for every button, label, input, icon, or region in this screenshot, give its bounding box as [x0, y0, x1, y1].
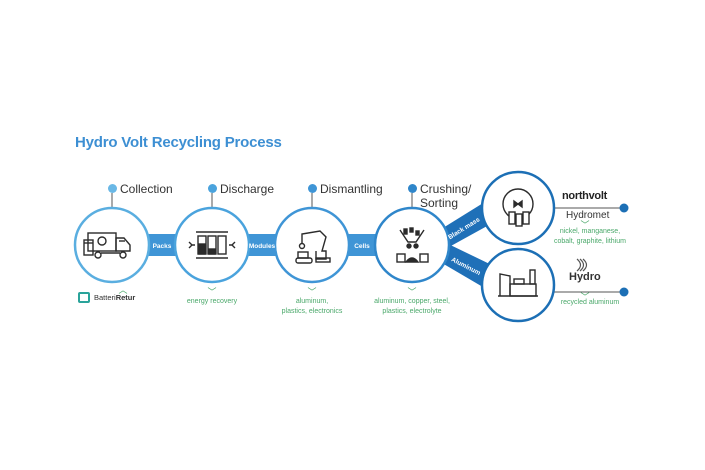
output-hydro: recycled aluminum: [540, 298, 640, 308]
connector-packs: Packs: [153, 243, 172, 250]
output-line: plastics, electronics: [281, 308, 343, 315]
collection-circle: [73, 206, 151, 284]
chevron-down-icon: ﹀: [307, 287, 317, 297]
collection-dot: [108, 184, 117, 193]
connector-modules: Modules: [249, 243, 276, 250]
output-line: aluminum,: [295, 298, 329, 305]
hydromet-label: Hydromet: [566, 210, 610, 221]
output-hydromet: nickel, manganese, cobalt, graphite, lit…: [540, 227, 640, 247]
chevron-up-icon: ︿: [118, 285, 128, 295]
dismantling-circle: [273, 206, 351, 284]
crushing-dot: [408, 184, 417, 193]
chevron-down-icon: ﹀: [207, 287, 217, 297]
hydromet-plant-icon: [502, 188, 534, 227]
chevron-down-icon: ﹀: [407, 287, 417, 297]
output-discharge: energy recovery: [162, 297, 262, 307]
output-dismantling: aluminum, plastics, electronics: [262, 297, 362, 317]
factory-icon: [498, 269, 538, 297]
northvolt-logo: northvolt: [562, 190, 607, 202]
batteriretur-text-plain: Batteri: [94, 293, 116, 302]
dismantling-dot: [308, 184, 317, 193]
hydro-brand-label: Hydro: [569, 271, 601, 283]
connector-cells: Cells: [354, 243, 370, 250]
batteriretur-logo-icon: [78, 292, 90, 303]
discharge-circle: [173, 206, 251, 284]
output-crushing: aluminum, copper, steel, plastics, elect…: [352, 297, 472, 317]
step-label-crushing-line1: Crushing/: [420, 182, 472, 196]
output-line: recycled aluminum: [560, 299, 620, 306]
chevron-down-icon: ﹀: [580, 220, 590, 230]
output-line: aluminum, copper, steel,: [374, 298, 450, 305]
output-line: plastics, electrolyte: [382, 308, 442, 315]
batteriretur-logo: BatteriRetur: [78, 292, 135, 303]
output-line: energy recovery: [186, 298, 238, 305]
output-line: cobalt, graphite, lithium: [554, 238, 626, 245]
step-label-crushing-line2: Sorting: [420, 196, 459, 210]
hydromet-circle: [480, 170, 556, 246]
step-label-discharge: Discharge: [220, 182, 275, 196]
robot-arm-icon: [295, 230, 331, 264]
step-label-crushing: Crushing/ Sorting: [420, 182, 471, 210]
step-label-collection: Collection: [120, 182, 173, 196]
step-label-dismantling: Dismantling: [320, 182, 383, 196]
output-line: nickel, manganese,: [559, 228, 621, 235]
discharge-dot: [208, 184, 217, 193]
factory-circle: [480, 247, 556, 323]
diagram-title: Hydro Volt Recycling Process: [75, 134, 282, 151]
crusher-sorter-icon: [396, 227, 429, 263]
hydromet-end-dot: [619, 203, 629, 213]
hydro-logo-icon: [576, 258, 588, 272]
chevron-down-icon: ﹀: [580, 292, 590, 302]
hydro-end-dot: [619, 287, 629, 297]
crushing-circle: [373, 206, 451, 284]
batteriretur-text-bold: Retur: [115, 293, 136, 302]
battery-discharge-icon: [188, 231, 236, 259]
recycling-truck-icon: [83, 232, 131, 259]
